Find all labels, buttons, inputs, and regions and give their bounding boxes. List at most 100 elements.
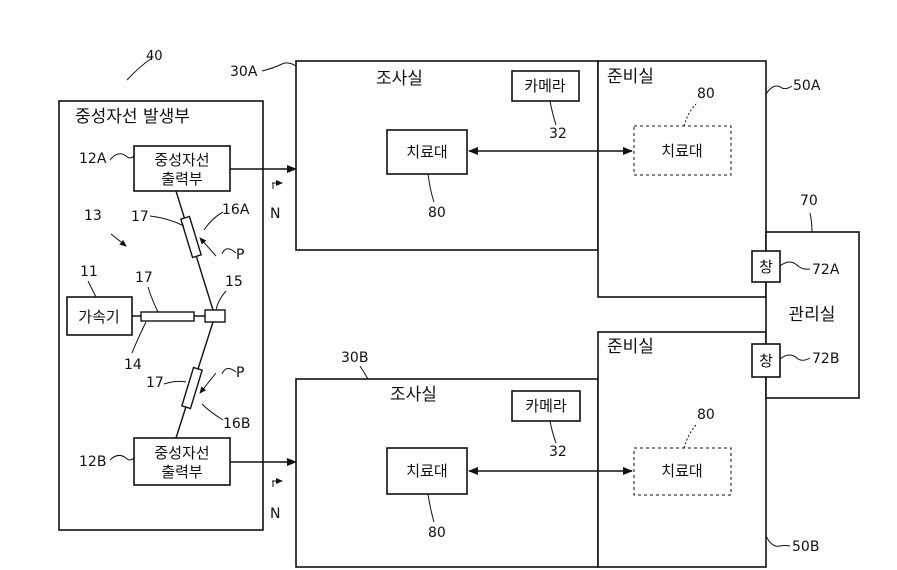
output-unit-b-leader	[109, 454, 135, 461]
output-unit-b-line2: 출력부	[161, 463, 203, 481]
camera-b-label: 카메라	[525, 397, 567, 415]
prep-table-b	[633, 447, 732, 496]
beamline-focus-leader	[147, 286, 159, 313]
beamline-id-leader	[131, 321, 147, 354]
particle-a-label: P	[236, 247, 244, 263]
control-room-frame	[765, 231, 860, 399]
generator-id-leader	[126, 57, 153, 81]
branch-a-focus-leader	[149, 215, 185, 227]
treatment-table-b-id: 80	[428, 525, 446, 541]
prep-b-title: 준비실	[607, 337, 654, 357]
treatment-table-b-label: 치료대	[406, 462, 447, 480]
prep-room-b: 준비실 50B 치료대 80	[597, 331, 819, 568]
particle-arrow-b	[199, 372, 217, 394]
output-unit-a	[133, 145, 231, 192]
window-a-id: 72A	[812, 262, 840, 278]
prep-table-a	[633, 125, 732, 176]
control-room-title: 관리실	[789, 305, 836, 325]
room-b-id: 30B	[341, 350, 368, 366]
window-a-box	[751, 250, 781, 283]
control-room-id: 70	[800, 193, 818, 209]
splitter-box	[204, 309, 226, 323]
branch-b-focus-element	[180, 366, 204, 410]
output-unit-a-id: 12A	[79, 151, 107, 167]
treatment-table-a-label: 치료대	[406, 143, 447, 161]
beamline-focus-id: 17	[135, 270, 153, 286]
branch-a-id-leader	[203, 211, 224, 231]
output-unit-a-leader	[109, 153, 135, 161]
particle-a-leader	[221, 248, 237, 255]
window-b-id: 72B	[812, 351, 839, 367]
camera-b-box	[511, 390, 581, 422]
window-b-label: 창	[759, 352, 773, 370]
treatment-table-b-id-leader	[427, 493, 435, 523]
treatment-table-a-id: 80	[428, 205, 446, 221]
beamline-focus-element	[140, 311, 195, 322]
room-b-id-leader	[359, 365, 369, 380]
branch-b-id-leader	[201, 403, 224, 421]
camera-a-label: 카메라	[524, 77, 566, 95]
window-b-box	[751, 343, 781, 378]
accelerator-box	[66, 296, 133, 336]
neutron-label-b: N	[270, 506, 280, 522]
prep-table-b-label: 치료대	[661, 462, 702, 480]
accelerator-id: 11	[80, 264, 98, 280]
output-unit-b-id: 12B	[79, 454, 106, 470]
transport-id: 13	[84, 208, 102, 224]
window-a-label: 창	[759, 258, 773, 276]
treatment-table-a-id-leader	[427, 173, 435, 203]
camera-a-id: 32	[549, 126, 567, 142]
prep-b-id-leader	[765, 535, 791, 547]
prep-table-b-id-leader	[683, 424, 697, 449]
treatment-table-b	[386, 447, 468, 495]
branch-b-focus-id: 17	[146, 375, 164, 391]
camera-b-id: 32	[549, 444, 567, 460]
neutron-generator-unit: 중성자선 발생부 40 중성자선 출력부 12A 중성자선 출력부 12B 가속…	[58, 49, 264, 531]
prep-a-id: 50A	[793, 78, 821, 94]
room-b-title: 조사실	[390, 385, 437, 405]
camera-a-box	[511, 70, 580, 102]
window-a-id-leader	[779, 261, 811, 270]
camera-b-id-leader	[549, 420, 557, 444]
control-room-id-leader	[809, 212, 813, 233]
prep-room-a: 준비실 50A 치료대 80	[597, 60, 821, 298]
room-a-id: 30A	[230, 64, 258, 80]
irradiation-room-b: 조사실 30B 카메라 32 치료대 80	[295, 350, 599, 568]
branch-b-id: 16B	[223, 416, 250, 432]
splitter-id-leader	[215, 290, 227, 311]
prep-b-id: 50B	[792, 539, 819, 555]
accelerator-id-leader	[87, 280, 97, 298]
output-unit-b-line1: 중성자선	[154, 444, 209, 462]
camera-a-id-leader	[549, 100, 557, 126]
branch-a-focus-element	[179, 215, 203, 259]
particle-arrow-a	[199, 237, 217, 257]
prep-table-a-id: 80	[697, 86, 715, 102]
accelerator-label: 가속기	[78, 308, 119, 326]
neutron-label-a: N	[270, 206, 280, 222]
prep-a-title: 준비실	[607, 67, 654, 87]
output-unit-a-line2: 출력부	[161, 170, 203, 188]
control-room: 관리실 70 창 72A 창 72B	[751, 193, 860, 399]
prep-a-frame	[597, 60, 767, 298]
prep-table-a-id-leader	[683, 103, 697, 127]
generator-id-label: 40	[146, 49, 163, 64]
prep-table-b-id: 80	[697, 407, 715, 423]
room-a-id-leader	[261, 62, 297, 72]
generator-title: 중성자선 발생부	[75, 107, 190, 127]
branch-a-focus-id: 17	[131, 209, 149, 225]
window-b-id-leader	[779, 354, 811, 361]
room-a-title: 조사실	[376, 69, 423, 89]
prep-a-id-leader	[765, 85, 793, 95]
branch-a-id: 16A	[222, 202, 250, 218]
particle-b-leader	[221, 368, 237, 375]
particle-b-label: P	[236, 365, 244, 381]
output-unit-a-line1: 중성자선	[154, 151, 209, 169]
transport-arrow	[110, 233, 127, 247]
prep-table-a-label: 치료대	[661, 142, 702, 160]
irradiation-room-a: 조사실 30A 카메라 32 치료대 80	[230, 60, 599, 251]
treatment-table-a	[386, 129, 468, 175]
branch-b-focus-leader	[163, 380, 187, 385]
splitter-id: 15	[225, 274, 243, 290]
output-unit-b	[133, 437, 231, 486]
